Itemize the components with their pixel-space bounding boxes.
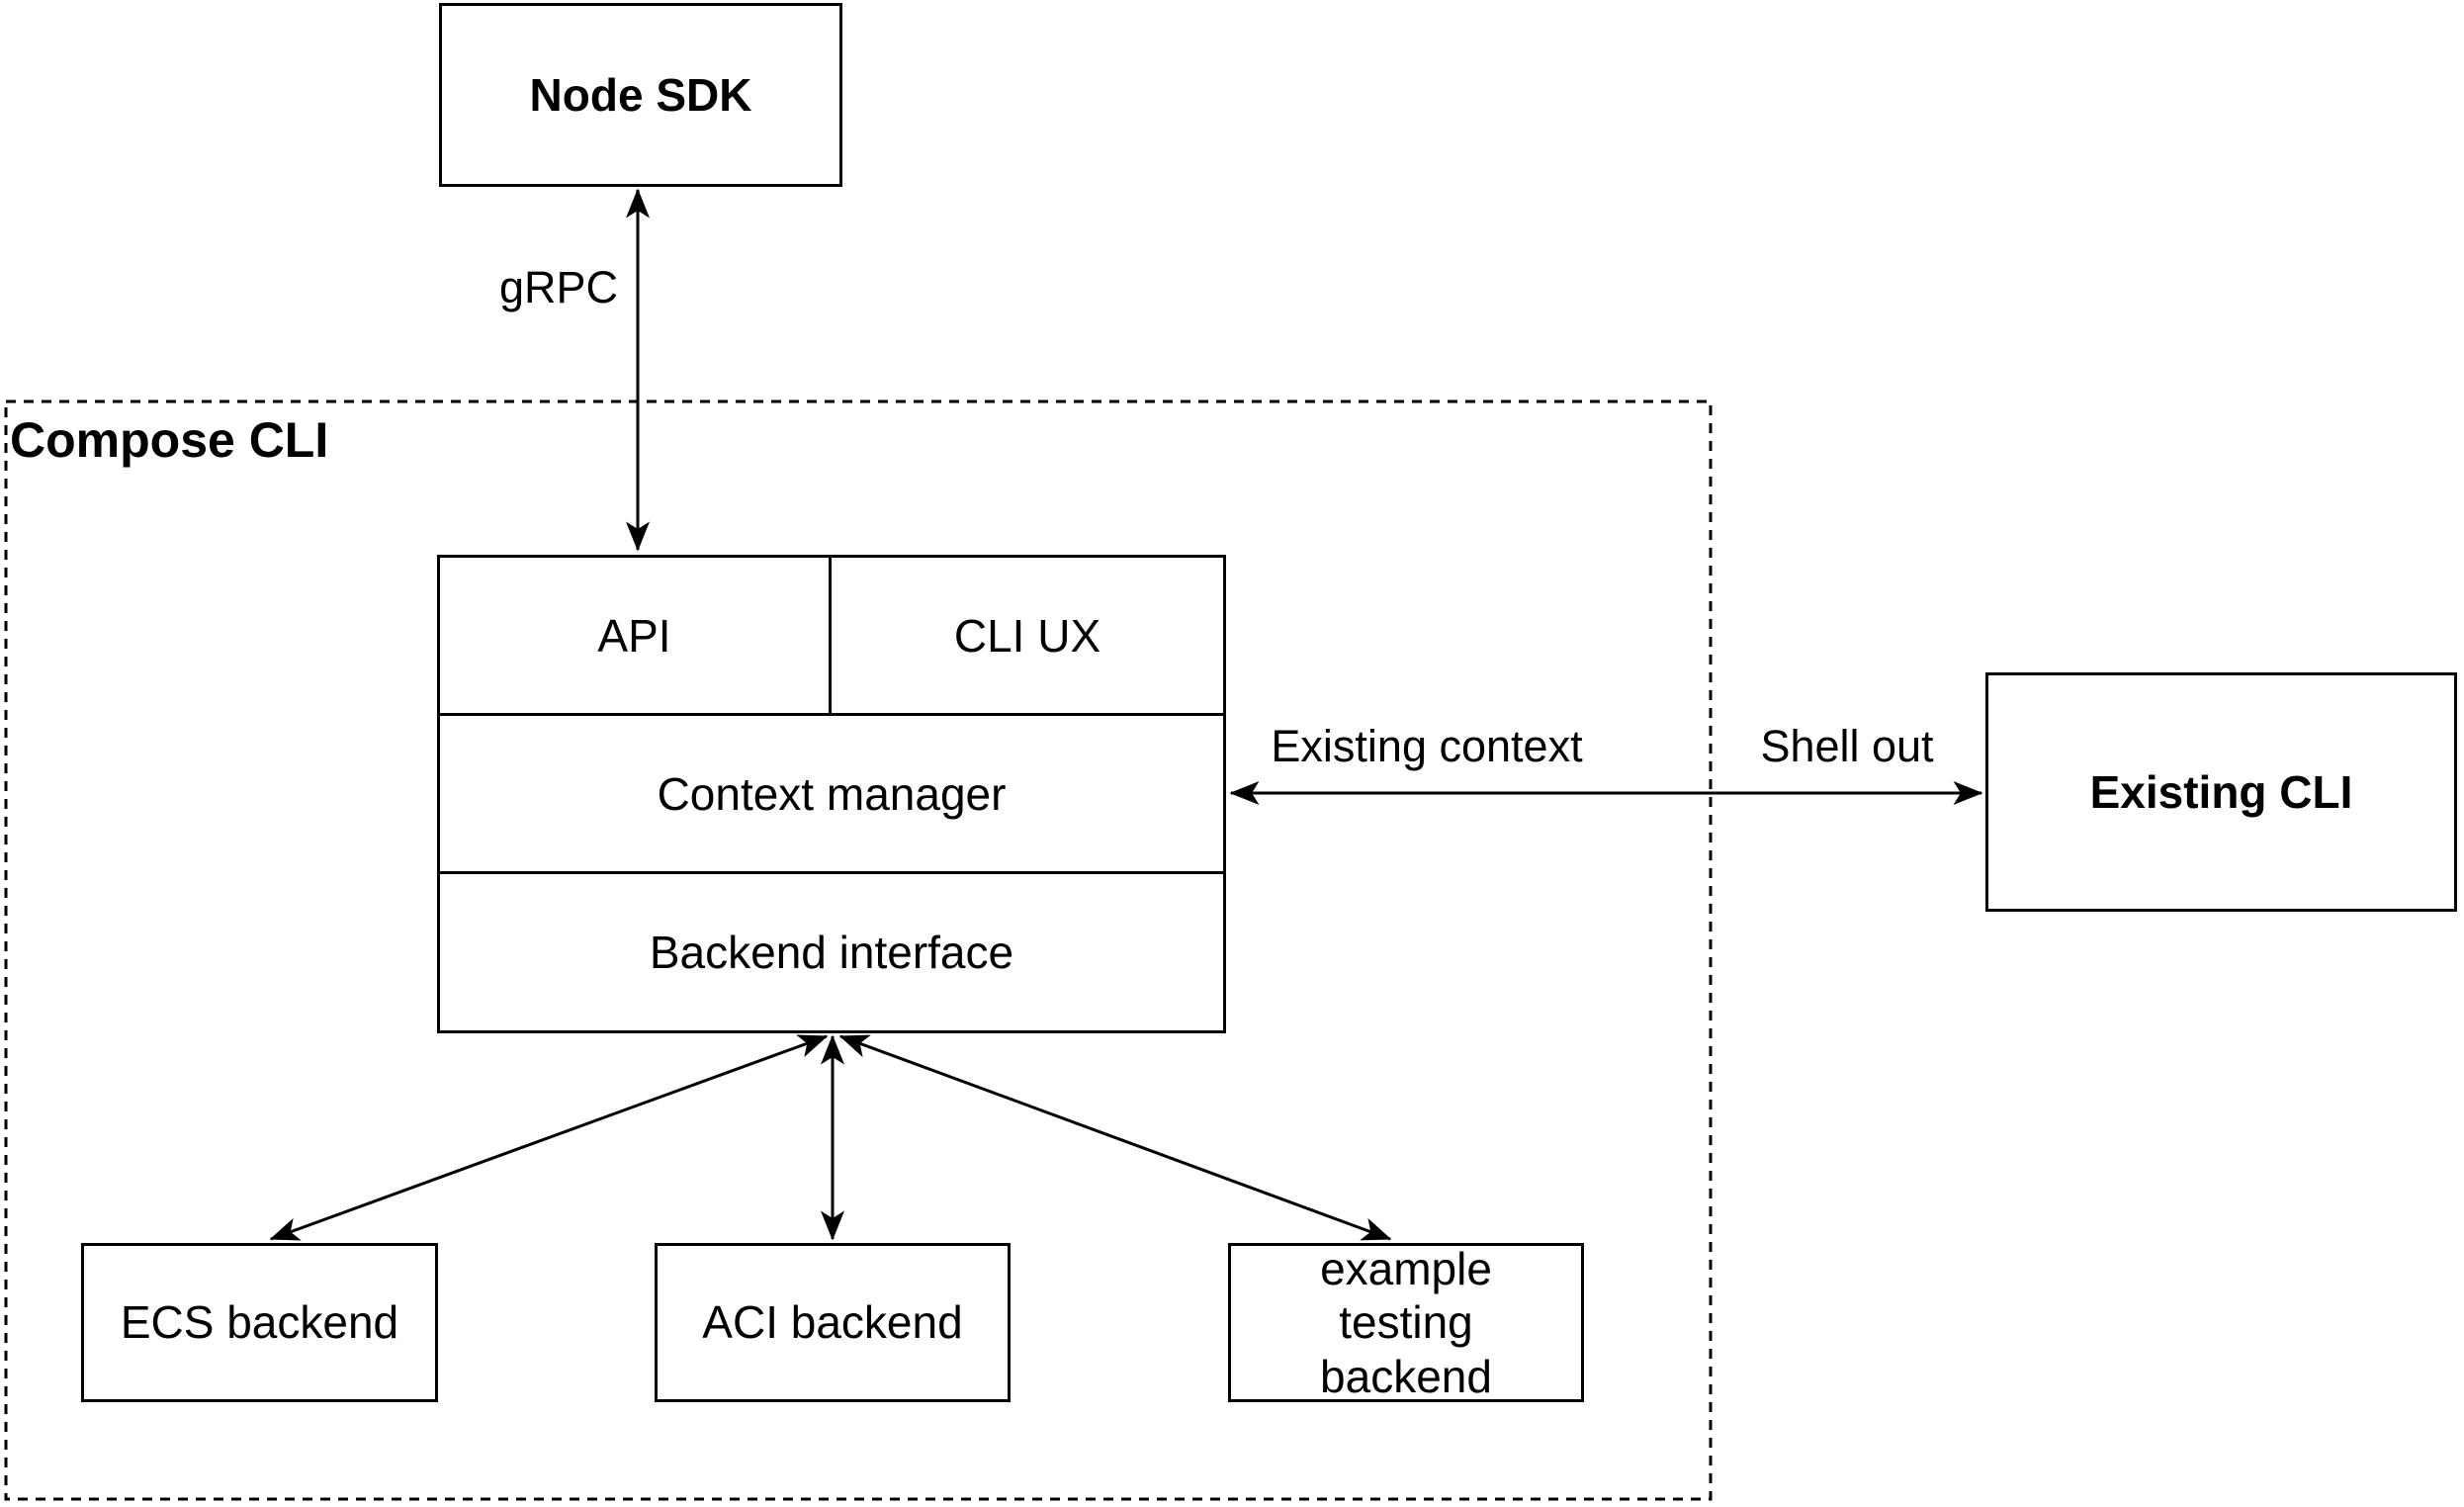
ecs-arrow <box>269 1034 829 1241</box>
node-sdk-box: Node SDK <box>439 3 842 187</box>
aci-backend-box: ACI backend <box>655 1243 1011 1402</box>
example-testing-backend-label: example testing backend <box>1320 1243 1492 1402</box>
aci-backend-label: ACI backend <box>702 1296 963 1349</box>
compose-cli-core-box: API CLI UX Context manager Backend inter… <box>437 555 1226 1033</box>
backend-interface-label: Backend interface <box>649 927 1014 978</box>
grpc-edge-label: gRPC <box>498 262 618 312</box>
shell-out-edge-label: Shell out <box>1760 721 1934 771</box>
context-manager-label: Context manager <box>657 767 1007 820</box>
api-label: API <box>597 609 671 662</box>
ecs-backend-box: ECS backend <box>81 1243 438 1402</box>
cli-ux-label: CLI UX <box>953 609 1101 662</box>
api-cliux-row: API CLI UX <box>440 558 1223 714</box>
compose-cli-label: Compose CLI <box>10 412 329 468</box>
existing-cli-label: Existing CLI <box>2089 765 2353 818</box>
compose-cli-dashed-border <box>4 399 1713 1501</box>
backend-interface-cell: Backend interface <box>440 871 1223 1030</box>
ecs-backend-label: ECS backend <box>120 1296 399 1349</box>
existing-cli-box: Existing CLI <box>1985 672 2457 912</box>
cli-ux-cell: CLI UX <box>832 558 1223 713</box>
existing-context-edge-label: Existing context <box>1271 721 1583 771</box>
example-testing-arrow <box>838 1034 1392 1241</box>
context-manager-cell: Context manager <box>440 713 1223 871</box>
api-cell: API <box>440 558 832 714</box>
example-testing-backend-box: example testing backend <box>1228 1243 1584 1402</box>
node-sdk-label: Node SDK <box>529 68 752 121</box>
